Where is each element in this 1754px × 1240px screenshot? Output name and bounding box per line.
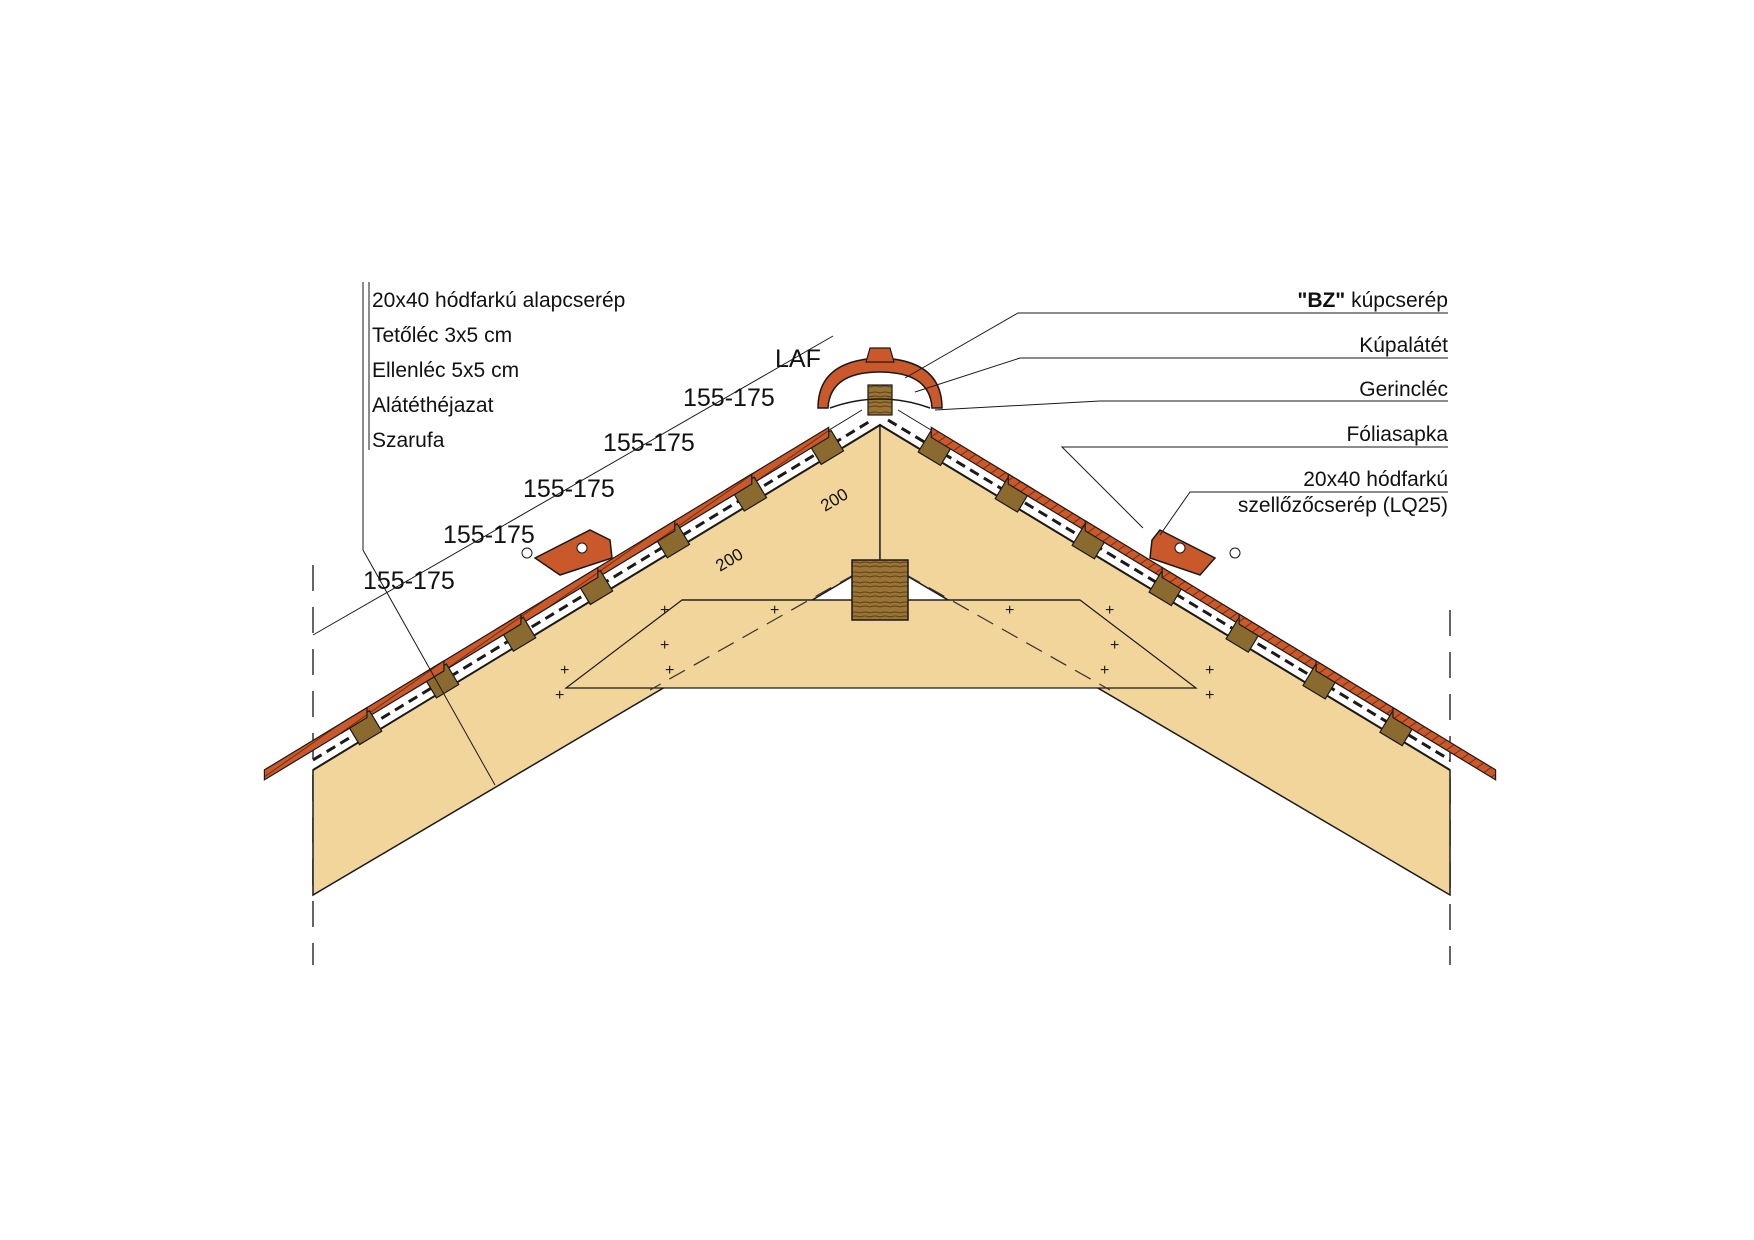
- label-rafter: Szarufa: [372, 429, 445, 452]
- section-mark: +: [555, 687, 564, 704]
- section-mark: +: [1110, 637, 1119, 654]
- label-base-tile: 20x40 hódfarkú alapcserép: [372, 289, 625, 312]
- tiles-left: [263, 426, 845, 781]
- ridge-purlin: [851, 559, 909, 621]
- dim-spacing-3: 155-175: [523, 475, 615, 503]
- section-mark: +: [1205, 687, 1214, 704]
- section-mark: +: [1105, 602, 1114, 619]
- section-mark: +: [770, 602, 779, 619]
- dim-chain: [312, 335, 834, 636]
- dim-spacing-2: 155-175: [603, 429, 695, 457]
- vent-tile-left: [521, 529, 613, 576]
- label-underlay: Alátéthéjazat: [372, 394, 494, 417]
- tiles-right: [917, 426, 1497, 781]
- leader-foliasapka: [1060, 446, 1448, 529]
- section-mark: +: [1205, 662, 1214, 679]
- section-mark: +: [665, 662, 674, 679]
- vent-tile-right: [1149, 529, 1241, 576]
- label-vent-tile-2: szellőzőcserép (LQ25): [1238, 494, 1448, 517]
- roof-tile: [1392, 706, 1497, 781]
- section-mark: +: [660, 637, 669, 654]
- dim-spacing-1: 155-175: [683, 384, 775, 412]
- ridge-tile: [817, 357, 943, 409]
- roof-tile: [263, 706, 368, 781]
- leader-bz: [904, 312, 1448, 379]
- dim-spacing-5: 155-175: [363, 567, 455, 595]
- label-ridge-batten: Gerincléc: [1359, 378, 1448, 401]
- dim-laf: LAF: [775, 345, 821, 373]
- label-ridge-tile: "BZ" kúpcserép: [1297, 289, 1448, 312]
- collar-dash-left: [649, 559, 881, 691]
- leader-vent: [1159, 491, 1448, 536]
- dim-spacing-4: 155-175: [443, 521, 535, 549]
- section-mark: +: [660, 602, 669, 619]
- ridge-tile-top: [865, 347, 895, 363]
- section-mark: +: [560, 662, 569, 679]
- leader-left-stack: [362, 282, 496, 786]
- section-mark: +: [1005, 602, 1014, 619]
- ridge-underlay: [829, 398, 931, 409]
- label-counter-batten: Ellenléc 5x5 cm: [372, 359, 519, 382]
- label-foil-cap: Fóliasapka: [1346, 423, 1448, 446]
- label-tile-batten: Tetőléc 3x5 cm: [372, 324, 512, 347]
- label-vent-tile-1: 20x40 hódfarkú: [1303, 468, 1448, 491]
- leader-kupalatet: [914, 357, 1448, 393]
- leader-gerinclec: [934, 400, 1448, 411]
- label-ridge-underlay: Kúpalátét: [1359, 334, 1448, 357]
- section-marks: ++++++++++++: [555, 602, 1214, 704]
- collar-dash-right: [879, 559, 1111, 691]
- section-mark: +: [1100, 662, 1109, 679]
